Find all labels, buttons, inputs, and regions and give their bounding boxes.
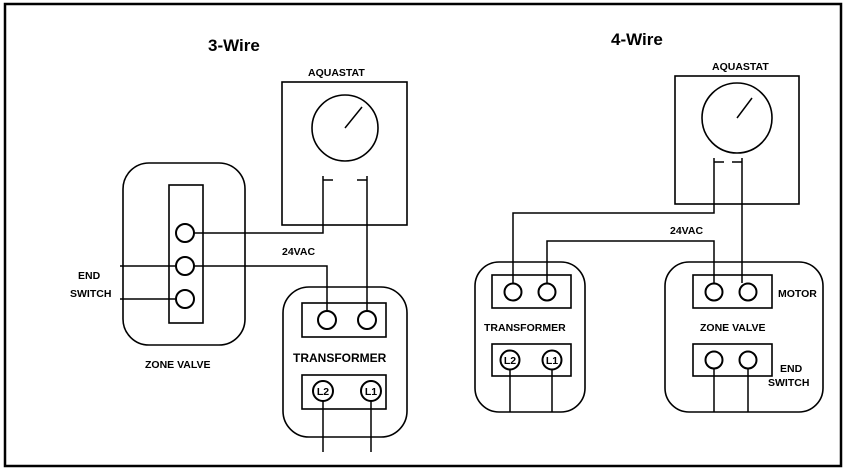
four-wire-diagram: 4-Wire AQUASTAT TRANSFORMER L2 xyxy=(474,30,824,413)
four-wire-aquastat-contacts xyxy=(713,158,743,167)
four-wire-wire-transformer-to-motor xyxy=(546,240,715,283)
three-wire-transformer-terminal-b xyxy=(357,310,377,330)
three-wire-aquastat-label: AQUASTAT xyxy=(308,67,365,79)
three-wire-transformer: TRANSFORMER L2 L1 xyxy=(282,286,408,452)
three-wire-end-switch-label-2: SWITCH xyxy=(70,288,111,300)
three-wire-terminal-l1-label: L1 xyxy=(365,386,377,398)
three-wire-zone-valve: ZONE VALVE xyxy=(122,162,246,371)
four-wire-zone-valve-motor-terminal-a xyxy=(704,282,724,302)
three-wire-zone-valve-terminal-3 xyxy=(175,289,195,309)
four-wire-voltage-label: 24VAC xyxy=(670,225,703,237)
three-wire-wire-valve-to-transformer xyxy=(194,265,328,311)
four-wire-zone-valve: MOTOR ZONE VALVE END SWITCH xyxy=(664,261,824,413)
four-wire-transformer-terminal-a xyxy=(503,282,523,302)
three-wire-end-switch-label-1: END xyxy=(78,270,101,282)
three-wire-diagram: 3-Wire AQUASTAT ZONE VALVE END SWITC xyxy=(70,36,408,452)
four-wire-end-switch-label-2: SWITCH xyxy=(768,377,809,389)
four-wire-zone-valve-switch-terminal-b xyxy=(738,350,758,370)
four-wire-zone-valve-switch-terminal-a xyxy=(704,350,724,370)
four-wire-transformer-terminal-l2 xyxy=(499,349,521,371)
four-wire-aquastat-label: AQUASTAT xyxy=(712,61,769,73)
four-wire-transformer-label: TRANSFORMER xyxy=(484,322,566,334)
three-wire-title: 3-Wire xyxy=(208,36,260,55)
four-wire-transformer: TRANSFORMER L2 L1 xyxy=(474,261,586,413)
four-wire-aquastat-dial-pointer xyxy=(736,97,753,119)
four-wire-end-switch-label-1: END xyxy=(780,363,803,375)
four-wire-aquastat: AQUASTAT xyxy=(674,61,800,205)
four-wire-transformer-terminal-l1 xyxy=(541,349,563,371)
four-wire-motor-label: MOTOR xyxy=(778,288,817,300)
four-wire-terminal-l1-label: L1 xyxy=(546,355,558,367)
three-wire-zone-valve-terminal-1 xyxy=(175,223,195,243)
three-wire-zone-valve-label: ZONE VALVE xyxy=(145,359,211,371)
four-wire-zone-valve-motor-terminal-b xyxy=(738,282,758,302)
three-wire-aquastat: AQUASTAT xyxy=(281,67,408,226)
three-wire-voltage-label: 24VAC xyxy=(282,246,315,258)
three-wire-aquastat-dial xyxy=(311,94,379,162)
four-wire-transformer-terminal-b xyxy=(537,282,557,302)
three-wire-wire-aquastat-to-valve xyxy=(194,185,324,234)
four-wire-wire-aquastat-to-transformer xyxy=(512,167,715,283)
three-wire-transformer-terminal-strip xyxy=(301,302,387,338)
four-wire-zone-valve-label: ZONE VALVE xyxy=(700,322,766,334)
three-wire-transformer-terminal-a xyxy=(317,310,337,330)
three-wire-aquastat-dial-pointer xyxy=(344,106,363,129)
three-wire-transformer-label: TRANSFORMER xyxy=(293,351,387,365)
three-wire-terminal-l2-label: L2 xyxy=(317,386,329,398)
three-wire-zone-valve-terminal-2 xyxy=(175,256,195,276)
four-wire-terminal-l2-label: L2 xyxy=(504,355,516,367)
three-wire-aquastat-contacts xyxy=(322,176,368,185)
four-wire-title: 4-Wire xyxy=(611,30,663,49)
